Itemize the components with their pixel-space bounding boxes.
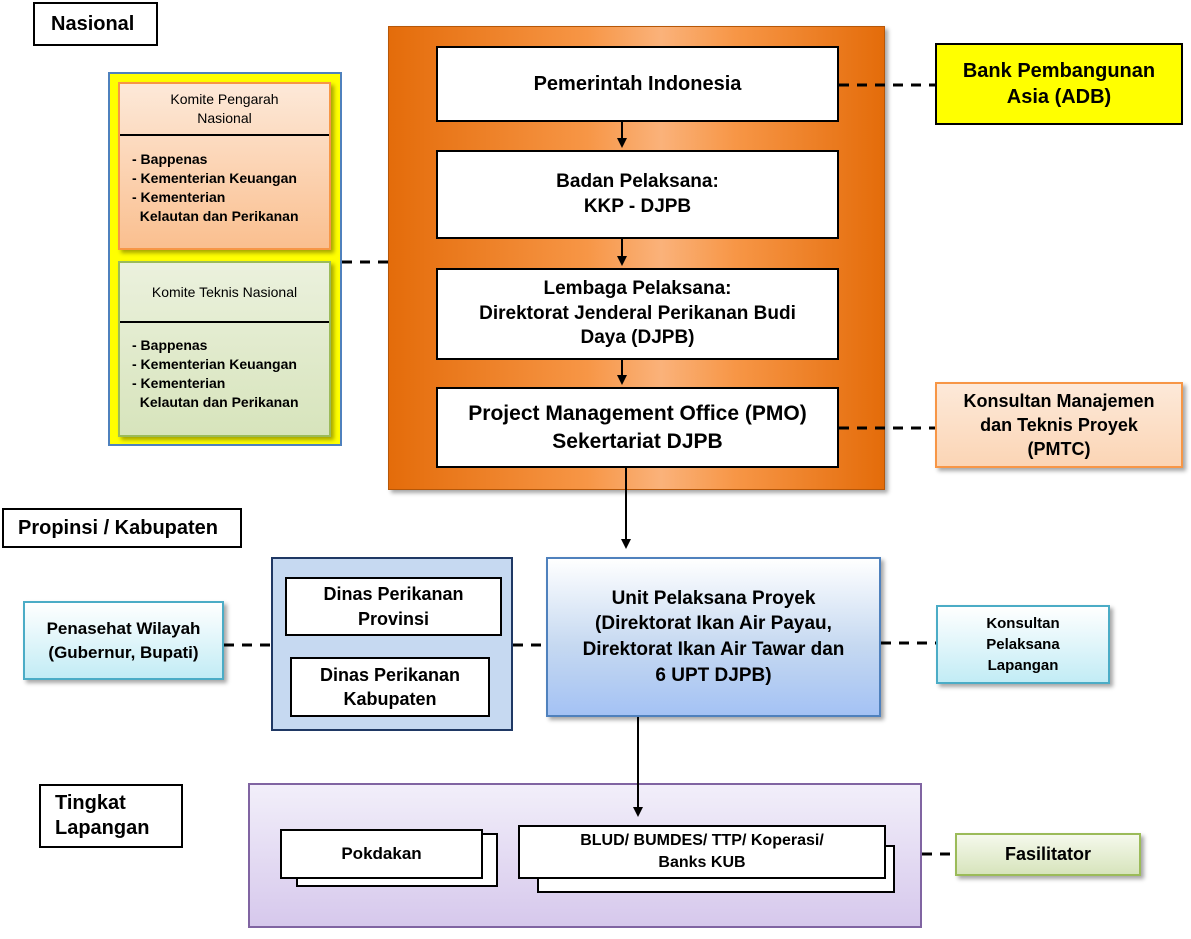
lembaga-pelaksana-label: Lembaga Pelaksana: Direktorat Jenderal P… [479,277,796,349]
blud-label: BLUD/ BUMDES/ TTP/ Koperasi/ Banks KUB [580,832,824,871]
blud-box: BLUD/ BUMDES/ TTP/ Koperasi/ Banks KUB [518,825,886,879]
dinas-kabupaten-box: Dinas Perikanan Kabupaten [290,657,490,717]
komite-pengarah-title-text: Komite Pengarah Nasional [170,91,279,126]
badan-pelaksana-box: Badan Pelaksana: KKP - DJPB [436,150,839,239]
section-label-propinsi-text: Propinsi / Kabupaten [18,516,219,539]
dinas-kabupaten-label: Dinas Perikanan Kabupaten [319,664,461,709]
konsultan-lapangan-label: Konsultan Pelaksana Lapangan [986,615,1060,674]
komite-teknis-members: - Bappenas - Kementerian Keuangan - Keme… [132,337,299,410]
unit-pelaksana-proyek-box: Unit Pelaksana Proyek (Direktorat Ikan A… [546,557,881,717]
pmo-label: Project Management Office (PMO) Sekertar… [468,402,807,453]
fasilitator-box: Fasilitator [955,833,1141,876]
pmtc-label: Konsultan Manajemen dan Teknis Proyek (P… [963,390,1155,460]
section-label-nasional: Nasional [33,2,158,46]
badan-pelaksana-label: Badan Pelaksana: KKP - DJPB [556,170,719,217]
lembaga-pelaksana-box: Lembaga Pelaksana: Direktorat Jenderal P… [436,268,839,360]
section-label-nasional-text: Nasional [51,12,135,35]
pemerintah-indonesia-box: Pemerintah Indonesia [436,46,839,122]
komite-pengarah-divider [120,134,329,136]
adb-box: Bank Pembangunan Asia (ADB) [935,43,1183,125]
unit-pelaksana-proyek-label: Unit Pelaksana Proyek (Direktorat Ikan A… [582,587,845,686]
komite-teknis-title: Komite Teknis Nasional [120,263,329,321]
section-label-tingkat-text: Tingkat Lapangan [55,792,150,839]
adb-label: Bank Pembangunan Asia (ADB) [962,60,1156,108]
section-label-tingkat: Tingkat Lapangan [39,784,183,848]
komite-teknis-divider [120,321,329,323]
konsultan-lapangan-box: Konsultan Pelaksana Lapangan [936,605,1110,684]
komite-teknis-box: Komite Teknis Nasional - Bappenas - Keme… [118,261,331,437]
pemerintah-indonesia-label: Pemerintah Indonesia [533,73,742,95]
section-label-propinsi: Propinsi / Kabupaten [2,508,242,548]
penasehat-wilayah-label: Penasehat Wilayah (Gubernur, Bupati) [46,618,201,662]
dinas-provinsi-label: Dinas Perikanan Provinsi [323,584,464,629]
penasehat-wilayah-box: Penasehat Wilayah (Gubernur, Bupati) [23,601,224,680]
pokdakan-label: Pokdakan [341,843,422,863]
komite-pengarah-box: Komite Pengarah Nasional - Bappenas - Ke… [118,82,331,250]
komite-pengarah-title: Komite Pengarah Nasional [120,84,329,134]
pmtc-box: Konsultan Manajemen dan Teknis Proyek (P… [935,382,1183,468]
dinas-provinsi-box: Dinas Perikanan Provinsi [285,577,502,636]
komite-pengarah-members: - Bappenas - Kementerian Keuangan - Keme… [132,151,299,224]
fasilitator-label: Fasilitator [1004,844,1092,864]
komite-teknis-title-text: Komite Teknis Nasional [151,283,298,300]
pokdakan-box: Pokdakan [280,829,483,879]
pmo-box: Project Management Office (PMO) Sekertar… [436,387,839,468]
